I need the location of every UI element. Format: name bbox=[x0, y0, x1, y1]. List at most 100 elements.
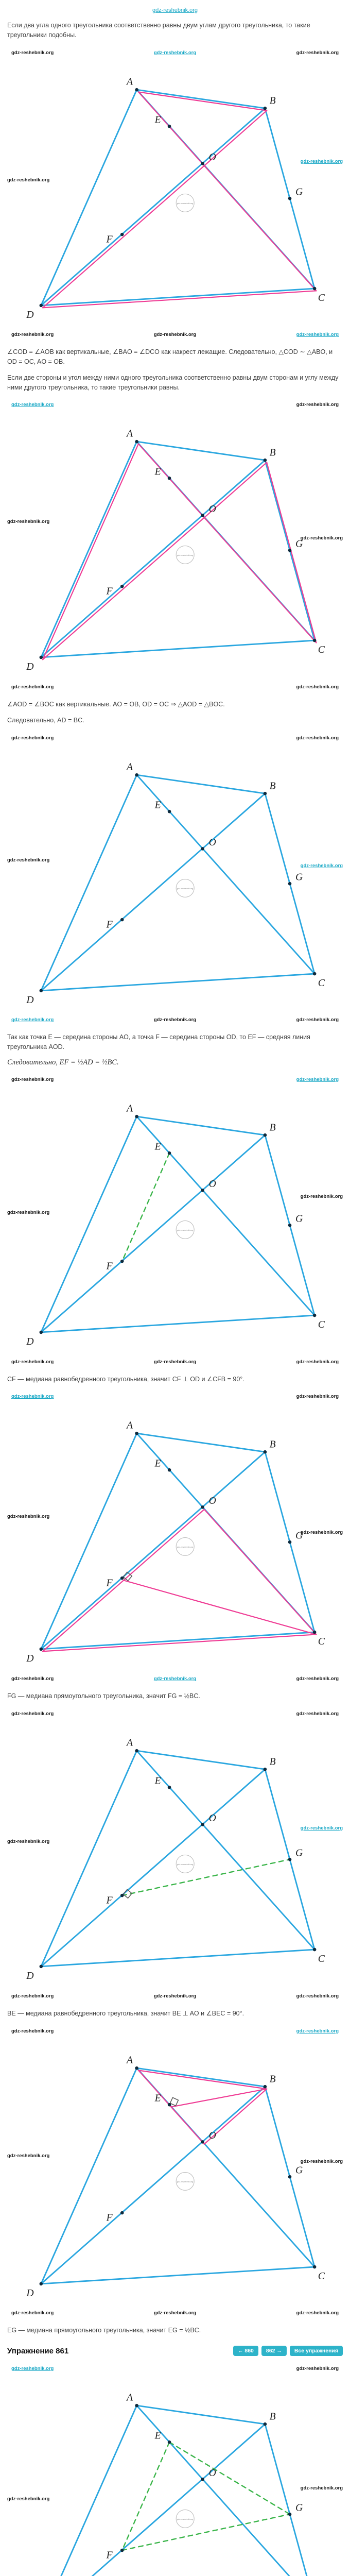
right-angle-mark-F bbox=[122, 1889, 133, 1899]
watermark-link[interactable]: gdz-reshebnik.org bbox=[11, 402, 54, 408]
point-dots bbox=[39, 88, 317, 307]
watermark-link[interactable]: gdz-reshebnik.org bbox=[11, 1017, 54, 1023]
watermark-link[interactable]: gdz-reshebnik.org bbox=[11, 1394, 54, 1400]
figure-3: gdz-reshebnik.org gdz-reshebnik.org A B … bbox=[6, 744, 344, 1014]
label-C: C bbox=[318, 1636, 325, 1648]
watermark-row: gdz-reshebnik.org gdz-reshebnik.org bbox=[6, 1709, 344, 1718]
vertex-labels: A B C D O E F G bbox=[26, 1420, 325, 1665]
label-F: F bbox=[106, 2212, 113, 2223]
prev-exercise-button[interactable]: ← 860 bbox=[233, 2346, 258, 2357]
label-F: F bbox=[106, 1578, 113, 1589]
watermark: gdz-reshebnik.org bbox=[11, 49, 54, 56]
watermark-row: gdz-reshebnik.org gdz-reshebnik.org bbox=[6, 2364, 344, 2373]
label-B: B bbox=[270, 1756, 276, 1767]
next-exercise-button[interactable]: 862 → bbox=[261, 2346, 287, 2357]
watermark-badge: gdz-reshebnik.org bbox=[176, 1854, 195, 1873]
watermark-badge: gdz-reshebnik.org bbox=[176, 2172, 195, 2191]
watermark-link[interactable]: gdz-reshebnik.org bbox=[300, 1825, 343, 1831]
watermark-badge: gdz-reshebnik.org bbox=[176, 546, 195, 565]
badge-text: gdz-reshebnik.org bbox=[177, 202, 193, 205]
label-B: B bbox=[270, 2073, 276, 2084]
label-D: D bbox=[26, 2287, 33, 2298]
watermark: gdz-reshebnik.org bbox=[300, 2485, 343, 2492]
label-C: C bbox=[318, 977, 325, 989]
vertex-labels: A B C D O E F G bbox=[26, 428, 325, 673]
vertex-labels: A B C D O E F G bbox=[26, 1103, 325, 1347]
label-E: E bbox=[154, 799, 161, 810]
figure-block-8: gdz-reshebnik.org gdz-reshebnik.org gdz-… bbox=[6, 2364, 344, 2576]
figure-5: gdz-reshebnik.org gdz-reshebnik.org A bbox=[6, 1402, 344, 1673]
watermark: gdz-reshebnik.org bbox=[296, 684, 339, 690]
label-B: B bbox=[270, 2411, 276, 2422]
site-link[interactable]: gdz-reshebnik.org bbox=[152, 7, 198, 13]
right-angle-mark-F bbox=[122, 1571, 133, 1582]
label-E: E bbox=[154, 1141, 161, 1153]
label-E: E bbox=[154, 2430, 161, 2442]
watermark: gdz-reshebnik.org bbox=[296, 2310, 339, 2316]
badge-text: gdz-reshebnik.org bbox=[177, 1229, 193, 1231]
watermark-row: gdz-reshebnik.org gdz-reshebnik.org gdz-… bbox=[6, 2309, 344, 2317]
watermark-row: gdz-reshebnik.org gdz-reshebnik.org bbox=[6, 683, 344, 691]
label-O: O bbox=[209, 151, 216, 162]
label-C: C bbox=[318, 1319, 325, 1330]
similarity-theorem-text: Если два угла одного треугольника соотве… bbox=[7, 22, 310, 39]
vertex-labels: A B C D O E F G bbox=[106, 2392, 303, 2561]
watermark: gdz-reshebnik.org bbox=[296, 735, 339, 741]
watermark-link[interactable]: gdz-reshebnik.org bbox=[153, 49, 197, 56]
watermark-link[interactable]: gdz-reshebnik.org bbox=[296, 1076, 339, 1082]
label-F: F bbox=[106, 586, 113, 597]
exercise-title: Упражнение 861 bbox=[7, 2346, 69, 2355]
geometry-figure-7: A B C D O E F G gdz-reshebnik.org bbox=[26, 2054, 325, 2299]
watermark: gdz-reshebnik.org bbox=[7, 2496, 50, 2502]
watermark-link[interactable]: gdz-reshebnik.org bbox=[153, 1676, 197, 1682]
label-E: E bbox=[154, 2092, 161, 2104]
label-E: E bbox=[154, 466, 161, 478]
label-B: B bbox=[270, 447, 276, 459]
watermark-link[interactable]: gdz-reshebnik.org bbox=[296, 332, 339, 338]
watermark: gdz-reshebnik.org bbox=[11, 2310, 54, 2316]
label-G: G bbox=[295, 1530, 303, 1541]
label-A: A bbox=[126, 2392, 133, 2403]
vertex-labels: A B C D O E F G bbox=[26, 761, 325, 1006]
label-A: A bbox=[126, 1420, 133, 1431]
all-exercises-button[interactable]: Все упражнения bbox=[289, 2346, 343, 2357]
point-dots bbox=[39, 1432, 317, 1651]
label-O: O bbox=[209, 836, 216, 848]
watermark: gdz-reshebnik.org bbox=[11, 332, 54, 338]
point-dots bbox=[39, 1749, 317, 1969]
badge-text: gdz-reshebnik.org bbox=[177, 2518, 193, 2520]
label-D: D bbox=[26, 309, 33, 320]
right-angle-mark-E bbox=[169, 2096, 179, 2106]
badge-text: gdz-reshebnik.org bbox=[177, 2180, 193, 2183]
watermark: gdz-reshebnik.org bbox=[7, 2153, 50, 2159]
watermark: gdz-reshebnik.org bbox=[7, 1513, 50, 1519]
label-F: F bbox=[106, 233, 113, 245]
label-E: E bbox=[154, 1458, 161, 1469]
label-G: G bbox=[295, 186, 303, 197]
vertex-labels: A B C D O E F G bbox=[26, 76, 325, 320]
geometry-figure-2: A B C D O E F G gdz-reshebnik.org bbox=[26, 428, 325, 673]
badge-text: gdz-reshebnik.org bbox=[177, 887, 193, 890]
geometry-figure-5: A B C D O E F G gdz-reshebnik.org bbox=[26, 1420, 325, 1665]
point-dots bbox=[120, 2403, 292, 2552]
label-C: C bbox=[318, 1953, 325, 1964]
watermark-row: gdz-reshebnik.org gdz-reshebnik.org bbox=[6, 2027, 344, 2036]
watermark-link[interactable]: gdz-reshebnik.org bbox=[300, 158, 343, 164]
watermark-link[interactable]: gdz-reshebnik.org bbox=[296, 2028, 339, 2034]
label-A: A bbox=[126, 761, 133, 772]
watermark-row: gdz-reshebnik.org gdz-reshebnik.org bbox=[6, 734, 344, 742]
label-G: G bbox=[295, 2502, 303, 2514]
watermark: gdz-reshebnik.org bbox=[296, 1676, 339, 1682]
label-O: O bbox=[209, 1812, 216, 1824]
sas-theorem-text: Если две стороны и угол между ними одног… bbox=[7, 374, 339, 391]
watermark-link[interactable]: gdz-reshebnik.org bbox=[300, 862, 343, 869]
watermark-row: gdz-reshebnik.org gdz-reshebnik.org gdz-… bbox=[6, 1015, 344, 1024]
watermark-link[interactable]: gdz-reshebnik.org bbox=[11, 2366, 54, 2372]
vertex-labels: A B C D O E F G bbox=[26, 1737, 325, 1981]
watermark: gdz-reshebnik.org bbox=[300, 2158, 343, 2164]
watermark-row: gdz-reshebnik.org gdz-reshebnik.org gdz-… bbox=[6, 1358, 344, 1366]
watermark: gdz-reshebnik.org bbox=[296, 1993, 339, 1999]
figure-block-6: gdz-reshebnik.org gdz-reshebnik.org gdz-… bbox=[6, 1709, 344, 2001]
watermark: gdz-reshebnik.org bbox=[11, 1676, 54, 1682]
